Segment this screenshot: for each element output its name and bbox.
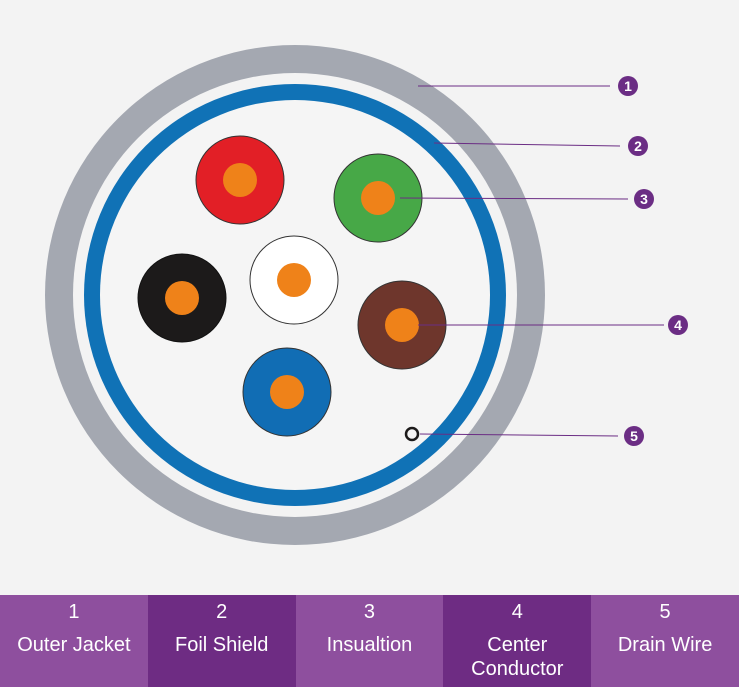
marker-4-label: 4 [674, 317, 682, 333]
drain-wire [404, 426, 420, 442]
wire-green-conductor [361, 181, 395, 215]
wire-brown [357, 280, 447, 370]
wire-green [333, 153, 423, 243]
legend-number: 3 [363, 601, 376, 623]
legend-number: 1 [68, 601, 80, 623]
legend-label: Foil Shield [175, 634, 269, 656]
wire-red [195, 135, 285, 225]
legend-number: 5 [659, 601, 671, 623]
cable-cross-section-diagram: 1 2 3 4 5 [45, 45, 688, 545]
marker-5: 5 [624, 426, 644, 446]
wire-white-conductor [277, 263, 311, 297]
marker-4: 4 [668, 315, 688, 335]
legend-item-foil-shield: 2 Foil Shield [147, 595, 296, 687]
legend-item-outer-jacket: 1 Outer Jacket [0, 595, 148, 687]
marker-2: 2 [628, 136, 648, 156]
marker-3: 3 [634, 189, 654, 209]
wire-blue [242, 347, 332, 437]
marker-1: 1 [618, 76, 638, 96]
marker-3-label: 3 [640, 191, 648, 207]
wire-black [137, 253, 227, 343]
legend-item-drain-wire: 5 Drain Wire [591, 595, 739, 687]
wire-white [249, 235, 339, 325]
marker-2-label: 2 [634, 138, 642, 154]
legend-number: 2 [216, 601, 228, 623]
marker-1-label: 1 [624, 78, 632, 94]
legend-label: Drain Wire [617, 634, 713, 656]
wire-red-conductor [223, 163, 257, 197]
marker-5-label: 5 [630, 428, 638, 444]
wire-blue-conductor [270, 375, 304, 409]
legend-label: Outer Jacket [17, 634, 131, 656]
legend-label: Insualtion [326, 634, 413, 656]
legend-item-insulation: 3 Insualtion [295, 595, 444, 687]
legend-bar: 1 Outer Jacket 2 Foil Shield 3 Insualtio… [0, 595, 739, 687]
leader-line-5 [419, 433, 619, 437]
wire-brown-conductor [385, 308, 419, 342]
leader-line-2 [433, 142, 621, 147]
legend-number: 4 [511, 601, 523, 623]
legend-item-center-conductor: 4 Center Conductor [443, 595, 592, 687]
leader-line-3 [399, 197, 629, 200]
legend-label: Center Conductor [471, 634, 564, 680]
wire-black-conductor [165, 281, 199, 315]
